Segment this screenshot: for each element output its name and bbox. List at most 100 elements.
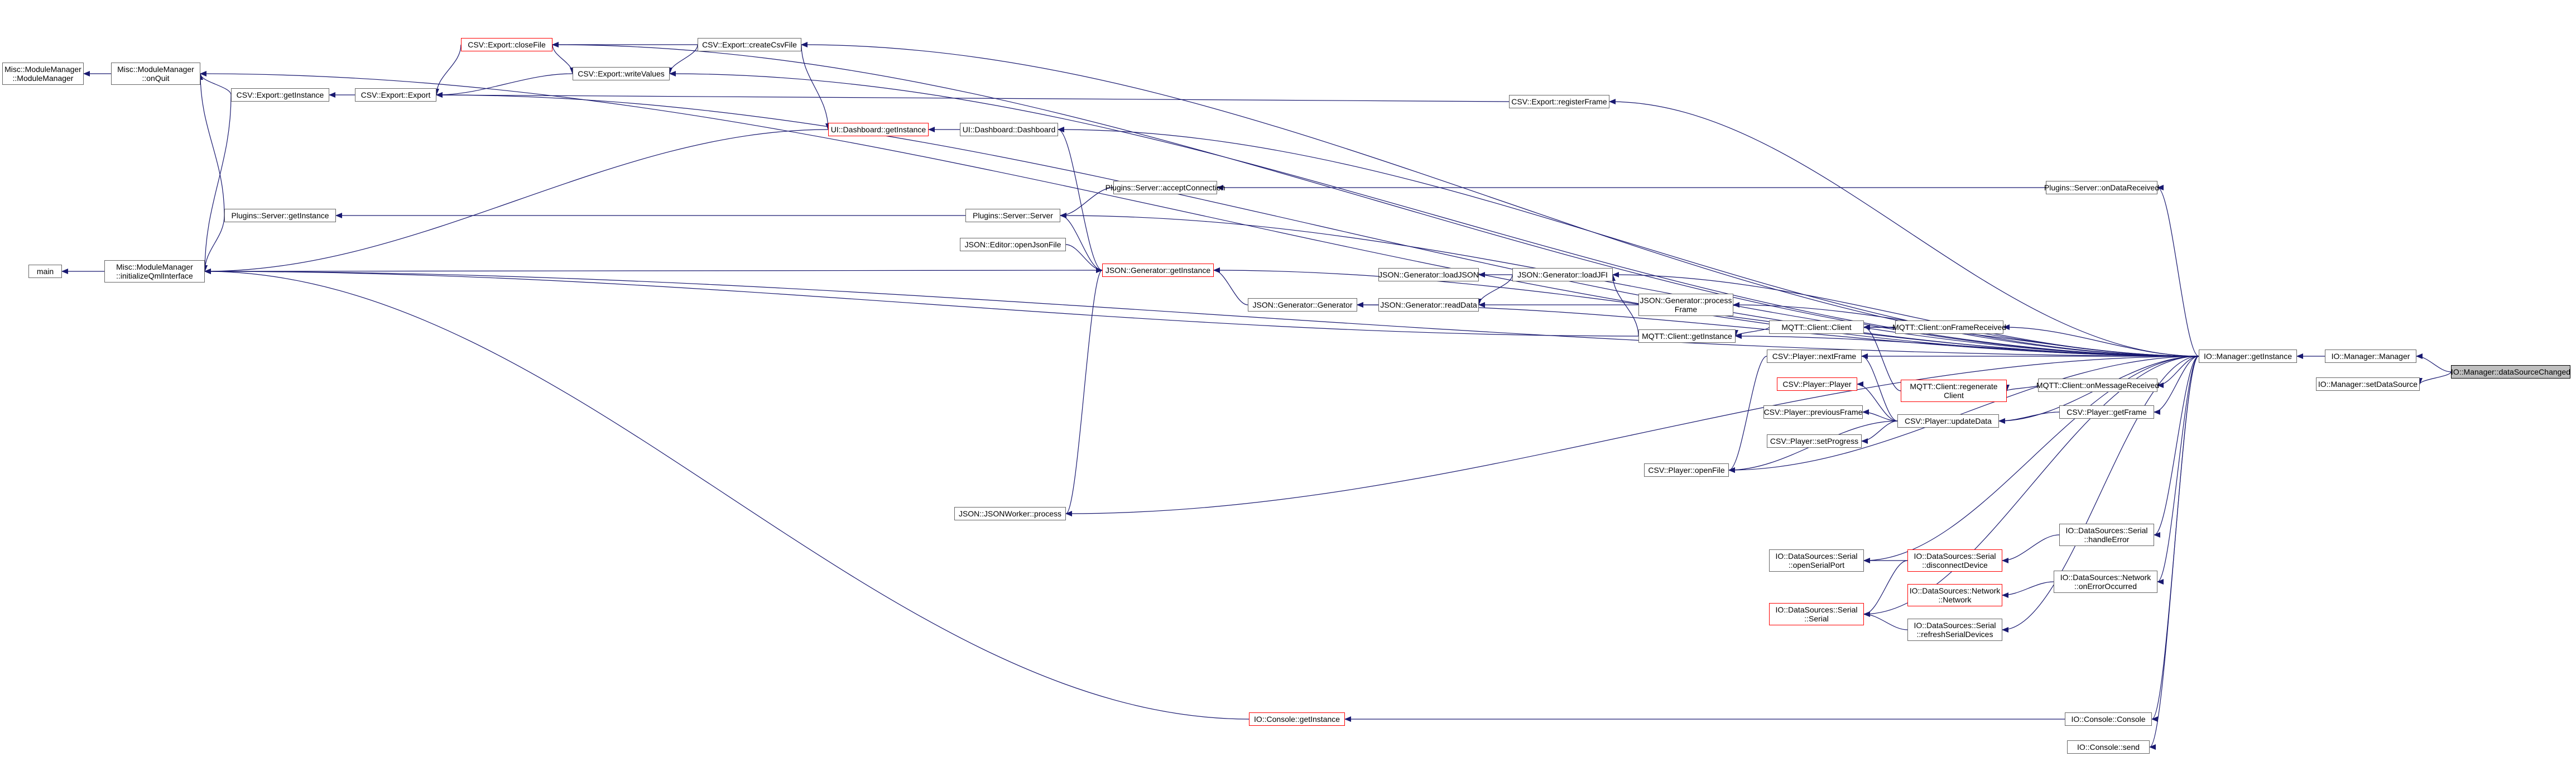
node-json-gen-readdata[interactable]: JSON::Generator::readData [1378, 298, 1479, 312]
edge-csv-player-update-to-csv-player-player [1857, 381, 1898, 422]
node-label: CSV::Player::Player [1782, 380, 1852, 389]
node-io-serial-disconnect[interactable]: IO::DataSources::Serial ::disconnectDevi… [1907, 549, 2002, 572]
node-label: IO::DataSources::Serial ::refreshSerialD… [1914, 621, 1996, 639]
node-io-console-getinstance[interactable]: IO::Console::getInstance [1249, 712, 1345, 726]
node-mqtt-regen[interactable]: MQTT::Client::regenerate Client [1901, 380, 2007, 402]
edge-csv-player-nextframe-to-csv-player-openfile [1728, 356, 1767, 473]
node-mqtt-client[interactable]: MQTT::Client::Client [1769, 320, 1864, 334]
node-label: IO::Console::getInstance [1253, 715, 1340, 724]
edge-csv-player-update-to-csv-player-nextframe [1861, 353, 1898, 422]
node-label: main [36, 267, 54, 276]
node-io-mgr-manager[interactable]: IO::Manager::Manager [2325, 350, 2416, 363]
node-label: Misc::ModuleManager ::initializeQmlInter… [116, 262, 193, 280]
node-io-console-console[interactable]: IO::Console::Console [2065, 712, 2152, 726]
node-ui-dash-getinstance[interactable]: UI::Dashboard::getInstance [828, 123, 929, 136]
edge-io-serial-refresh-to-io-serial-serial [1863, 611, 1908, 630]
node-json-editor-open[interactable]: JSON::Editor::openJsonFile [960, 238, 1066, 251]
edge-io-mgr-getinstance-to-csv-export-export [436, 92, 2199, 357]
node-json-gen-loadjfi[interactable]: JSON::Generator::loadJFI [1512, 268, 1613, 281]
edge-mqtt-onmessage-to-mqtt-regen [2004, 384, 2039, 391]
node-misc-mm[interactable]: Misc::ModuleManager ::ModuleManager [2, 63, 84, 85]
node-label: IO::DataSources::Serial ::openSerialPort [1775, 552, 1858, 569]
node-label: UI::Dashboard::Dashboard [962, 125, 1056, 134]
node-label: JSON::Generator::loadJSON [1378, 270, 1479, 279]
node-io-serial-openport[interactable]: IO::DataSources::Serial ::openSerialPort [1769, 549, 1864, 572]
node-io-serial-refresh[interactable]: IO::DataSources::Serial ::refreshSerialD… [1907, 619, 2002, 641]
node-ui-dash-dashboard[interactable]: UI::Dashboard::Dashboard [960, 123, 1058, 136]
node-json-gen-getinstance[interactable]: JSON::Generator::getInstance [1102, 264, 1214, 277]
edge-io-mgr-getinstance-to-mqtt-onmessage [2157, 356, 2199, 388]
node-mqtt-getinstance[interactable]: MQTT::Client::getInstance [1638, 329, 1736, 343]
node-label: CSV::Export::createCsvFile [702, 40, 797, 49]
edge-ui-dash-getinstance-to-misc-initqml [204, 129, 829, 274]
node-label: IO::Manager::setDataSource [2318, 380, 2418, 389]
node-io-mgr-setdatasource[interactable]: IO::Manager::setDataSource [2316, 377, 2420, 391]
edge-csv-export-createcsv-to-csv-export-writevalues [667, 44, 698, 74]
node-label: JSON::Generator::loadJFI [1517, 270, 1608, 279]
node-csv-export-closefile[interactable]: CSV::Export::closeFile [461, 38, 552, 51]
node-json-worker-process[interactable]: JSON::JSONWorker::process [954, 507, 1066, 520]
edge-json-gen-getinstance-to-misc-initqml [204, 268, 1103, 274]
node-io-console-send[interactable]: IO::Console::send [2067, 740, 2150, 754]
node-csv-player-setprogress[interactable]: CSV::Player::setProgress [1767, 434, 1862, 448]
node-label: Plugins::Server::acceptConnection [1105, 183, 1225, 192]
edge-mqtt-regen-to-mqtt-client [1863, 324, 1901, 391]
edge-io-mgr-getinstance-to-csv-player-openfile [1728, 356, 2199, 473]
edge-io-mgr-getinstance-to-json-worker-process [1065, 356, 2199, 516]
node-csv-player-openfile[interactable]: CSV::Player::openFile [1644, 463, 1729, 477]
node-plugins-ondata[interactable]: Plugins::Server::onDataReceived [2044, 181, 2159, 194]
node-csv-export-getinstance[interactable]: CSV::Export::getInstance [231, 88, 329, 102]
node-label: IO::Console::Console [2071, 715, 2146, 724]
edge-io-mgr-getinstance-to-mqtt-getinstance [1735, 333, 2199, 357]
edge-io-mgr-getinstance-to-plugins-ondata [2157, 185, 2199, 357]
node-label: Misc::ModuleManager ::ModuleManager [4, 65, 81, 83]
node-csv-export-export[interactable]: CSV::Export::Export [355, 88, 436, 102]
edge-csv-export-createcsv-to-ui-dash-getinstance [801, 44, 831, 130]
edge-csv-player-update-to-csv-player-setprogress [1861, 420, 1898, 444]
node-plugins-server[interactable]: Plugins::Server::Server [965, 209, 1060, 222]
node-misc-initqml[interactable]: Misc::ModuleManager ::initializeQmlInter… [104, 260, 205, 283]
node-label: IO::Manager::dataSourceChanged [2450, 367, 2571, 376]
edge-io-mgr-getinstance-to-plugins-server [1060, 213, 2199, 357]
node-io-mgr-getinstance[interactable]: IO::Manager::getInstance [2199, 350, 2297, 363]
node-label: CSV::Player::nextFrame [1772, 352, 1857, 361]
edge-mqtt-getinstance-to-json-gen-loadjfi [1610, 274, 1639, 337]
node-io-serial-serial[interactable]: IO::DataSources::Serial ::Serial [1769, 603, 1864, 625]
node-label: CSV::Export::Export [361, 90, 431, 99]
node-label: JSON::Editor::openJsonFile [964, 240, 1061, 249]
edge-plugins-getinstance-to-misc-onquit [198, 73, 225, 216]
node-label: CSV::Player::previousFrame [1763, 408, 1863, 417]
node-csv-player-update[interactable]: CSV::Player::updateData [1897, 414, 1999, 428]
node-mqtt-onmessage[interactable]: MQTT::Client::onMessageReceived [2036, 379, 2159, 392]
edge-json-worker-process-to-json-gen-getinstance [1065, 267, 1103, 514]
node-label: IO::DataSources::Network ::Network [1909, 586, 2001, 604]
node-json-gen-loadjson[interactable]: JSON::Generator::loadJSON [1378, 268, 1479, 281]
node-misc-onquit[interactable]: Misc::ModuleManager ::onQuit [111, 63, 200, 85]
node-csv-export-writevalues[interactable]: CSV::Export::writeValues [573, 67, 670, 80]
edge-io-mgr-getinstance-to-io-network-onerror [2157, 356, 2199, 585]
node-csv-player-nextframe[interactable]: CSV::Player::nextFrame [1767, 350, 1862, 363]
node-json-gen-processframe[interactable]: JSON::Generator::process Frame [1638, 294, 1733, 316]
node-main[interactable]: main [28, 265, 62, 278]
node-label: JSON::Generator::readData [1380, 300, 1477, 309]
edge-json-gen-getinstance-to-ui-dash-dashboard [1058, 127, 1103, 271]
node-label: IO::Console::send [2077, 743, 2140, 752]
edge-io-console-getinstance-to-misc-initqml [204, 269, 1249, 720]
node-csv-export-registerframe[interactable]: CSV::Export::registerFrame [1509, 95, 1609, 108]
node-csv-player-player[interactable]: CSV::Player::Player [1777, 377, 1857, 391]
edge-io-mgr-getinstance-to-ui-dash-dashboard [1058, 127, 2199, 357]
node-csv-export-createcsv[interactable]: CSV::Export::createCsvFile [698, 38, 801, 51]
node-csv-player-getframe[interactable]: CSV::Player::getFrame [2059, 405, 2154, 419]
node-io-network-network[interactable]: IO::DataSources::Network ::Network [1907, 584, 2002, 606]
node-io-network-onerror[interactable]: IO::DataSources::Network ::onErrorOccurr… [2054, 571, 2157, 593]
node-label: CSV::Export::writeValues [578, 69, 665, 78]
node-json-gen-generator[interactable]: JSON::Generator::Generator [1248, 298, 1357, 312]
node-io-serial-handleerror[interactable]: IO::DataSources::Serial ::handleError [2059, 524, 2154, 546]
node-plugins-getinstance[interactable]: Plugins::Server::getInstance [224, 209, 336, 222]
node-label: MQTT::Client::regenerate Client [1910, 382, 1998, 400]
edge-csv-export-writevalues-to-csv-export-export [436, 73, 573, 98]
node-mqtt-onframe[interactable]: MQTT::Client::onFrameReceived [1892, 320, 2006, 334]
node-csv-player-prev[interactable]: CSV::Player::previousFrame [1763, 405, 1863, 419]
node-plugins-accept[interactable]: Plugins::Server::acceptConnection [1106, 181, 1225, 194]
